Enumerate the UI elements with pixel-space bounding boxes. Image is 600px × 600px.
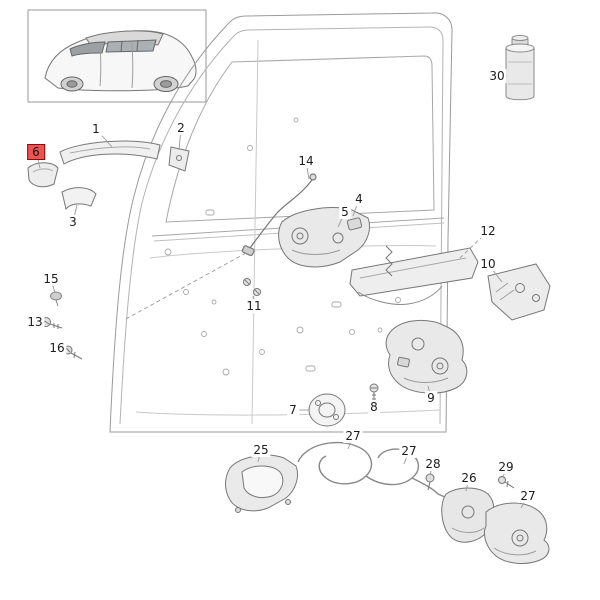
part-25-inner-handle-art [225,454,299,513]
part-16-screw-art [63,345,83,360]
part-30-tube-art [505,35,535,101]
part-label-9[interactable]: 9 [425,391,437,405]
part-6-handle-cap-art [27,162,59,188]
part-label-4[interactable]: 4 [353,192,365,206]
part-4-5-module-art [278,207,371,268]
part-label-29[interactable]: 29 [496,460,516,474]
part-label-16[interactable]: 16 [47,341,67,355]
part-12-carrier-art [349,245,479,305]
part-10-bracket-art [487,263,551,321]
part-label-15[interactable]: 15 [41,272,61,286]
latch-body-art [483,502,550,564]
part-label-1[interactable]: 1 [90,122,102,136]
part-2-handle-bracket-art [168,146,190,172]
part-label-6[interactable]: 6 [27,144,45,160]
part-label-7[interactable]: 7 [287,403,299,417]
part-label-10[interactable]: 10 [478,257,498,271]
part-label-27[interactable]: 27 [399,444,419,458]
part-14-cable-art [123,173,317,321]
part-3-handle-gasket-art [61,187,97,211]
part-label-8[interactable]: 8 [368,400,380,414]
part-label-26[interactable]: 26 [459,471,479,485]
part-7-grommet-art [308,393,346,427]
part-label-30[interactable]: 30 [487,69,507,83]
part-label-27[interactable]: 27 [518,489,538,503]
part-15-pin-art [50,291,62,307]
part-label-2[interactable]: 2 [175,121,187,135]
door-panel-art [109,12,453,433]
part-label-13[interactable]: 13 [25,315,45,329]
part-29-screw-art [498,476,515,489]
part-label-12[interactable]: 12 [478,224,498,238]
part-label-25[interactable]: 25 [251,443,271,457]
part-label-28[interactable]: 28 [423,457,443,471]
part-label-3[interactable]: 3 [67,215,79,229]
part-label-11[interactable]: 11 [244,299,264,313]
part-9-lock-art [385,320,468,394]
part-1-outer-handle-art [59,140,161,165]
part-label-14[interactable]: 14 [296,154,316,168]
part-label-27[interactable]: 27 [343,429,363,443]
door-inner-details [164,117,401,376]
part-28-clip-art [425,473,435,491]
vehicle-thumbnail [27,9,207,103]
part-label-5[interactable]: 5 [339,205,351,219]
part-11-screws-art [243,278,261,296]
